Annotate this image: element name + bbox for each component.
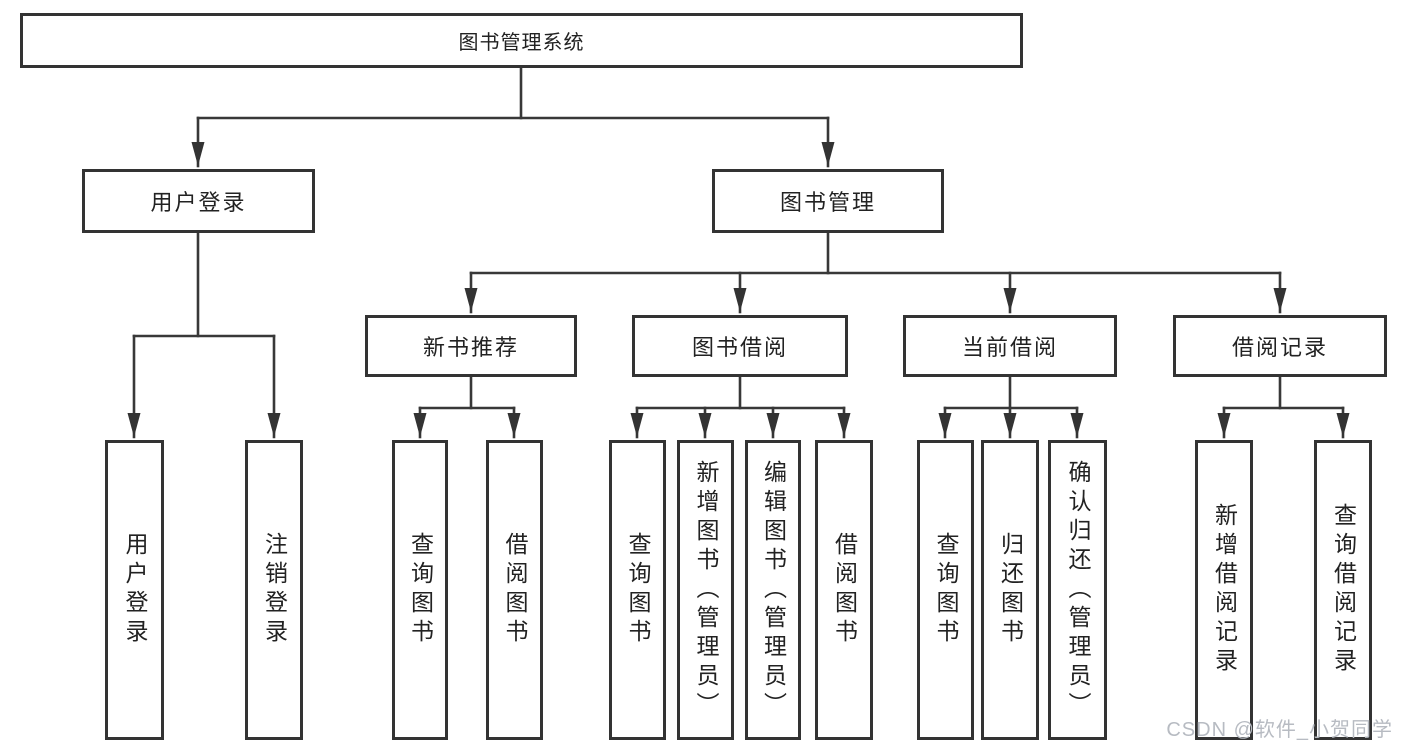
node-root: 图书管理系统 — [20, 13, 1023, 68]
node-user-login: 用户登录 — [82, 169, 315, 233]
leaf-add-borrow-record: 新增借阅记录 — [1195, 440, 1253, 740]
leaf-return-book: 归还图书 — [981, 440, 1039, 740]
node-book-borrow-label: 图书借阅 — [691, 335, 788, 360]
node-root-label: 图书管理系统 — [458, 32, 585, 54]
leaf-user-login: 用户登录 — [105, 440, 164, 740]
leaf-confirm-return-admin-label: 确认归还（管理员） — [1065, 459, 1091, 721]
csdn-watermark: CSDN @软件_小贺同学 — [1166, 719, 1393, 741]
leaf-add-borrow-record-label: 新增借阅记录 — [1211, 503, 1238, 677]
node-new-book-recommend-label: 新书推荐 — [422, 335, 519, 360]
leaf-add-book-admin: 新增图书（管理员） — [677, 440, 734, 740]
leaf-edit-book-admin-label: 编辑图书（管理员） — [760, 459, 787, 721]
leaf-query-books-recommend: 查询图书 — [392, 440, 448, 740]
leaf-query-books-current: 查询图书 — [917, 440, 974, 740]
leaf-logout-label: 注销登录 — [261, 532, 288, 648]
leaf-borrow-books-recommend: 借阅图书 — [486, 440, 543, 740]
leaf-query-books-recommend-label: 查询图书 — [407, 532, 434, 648]
leaf-query-books-current-label: 查询图书 — [933, 532, 959, 648]
node-book-management: 图书管理 — [712, 169, 944, 233]
node-user-login-label: 用户登录 — [150, 190, 247, 215]
leaf-borrow-books-recommend-label: 借阅图书 — [502, 532, 528, 648]
leaf-query-borrow-record: 查询借阅记录 — [1314, 440, 1372, 740]
leaf-add-book-admin-label: 新增图书（管理员） — [693, 459, 719, 721]
node-borrow-records-label: 借阅记录 — [1231, 335, 1328, 360]
leaf-user-login-label: 用户登录 — [122, 532, 148, 648]
node-book-management-label: 图书管理 — [779, 190, 876, 215]
node-book-borrow: 图书借阅 — [632, 315, 848, 377]
leaf-borrow-books-2: 借阅图书 — [815, 440, 873, 740]
node-current-borrow: 当前借阅 — [903, 315, 1117, 377]
leaf-borrow-books-2-label: 借阅图书 — [831, 532, 858, 648]
node-current-borrow-label: 当前借阅 — [961, 335, 1058, 360]
leaf-query-borrow-record-label: 查询借阅记录 — [1330, 503, 1357, 677]
leaf-query-books-borrow-label: 查询图书 — [625, 532, 651, 648]
leaf-query-books-borrow: 查询图书 — [609, 440, 666, 740]
leaf-edit-book-admin: 编辑图书（管理员） — [745, 440, 801, 740]
leaf-confirm-return-admin: 确认归还（管理员） — [1048, 440, 1107, 740]
node-new-book-recommend: 新书推荐 — [365, 315, 577, 377]
leaf-logout: 注销登录 — [245, 440, 303, 740]
node-borrow-records: 借阅记录 — [1173, 315, 1387, 377]
leaf-return-book-label: 归还图书 — [997, 532, 1024, 648]
